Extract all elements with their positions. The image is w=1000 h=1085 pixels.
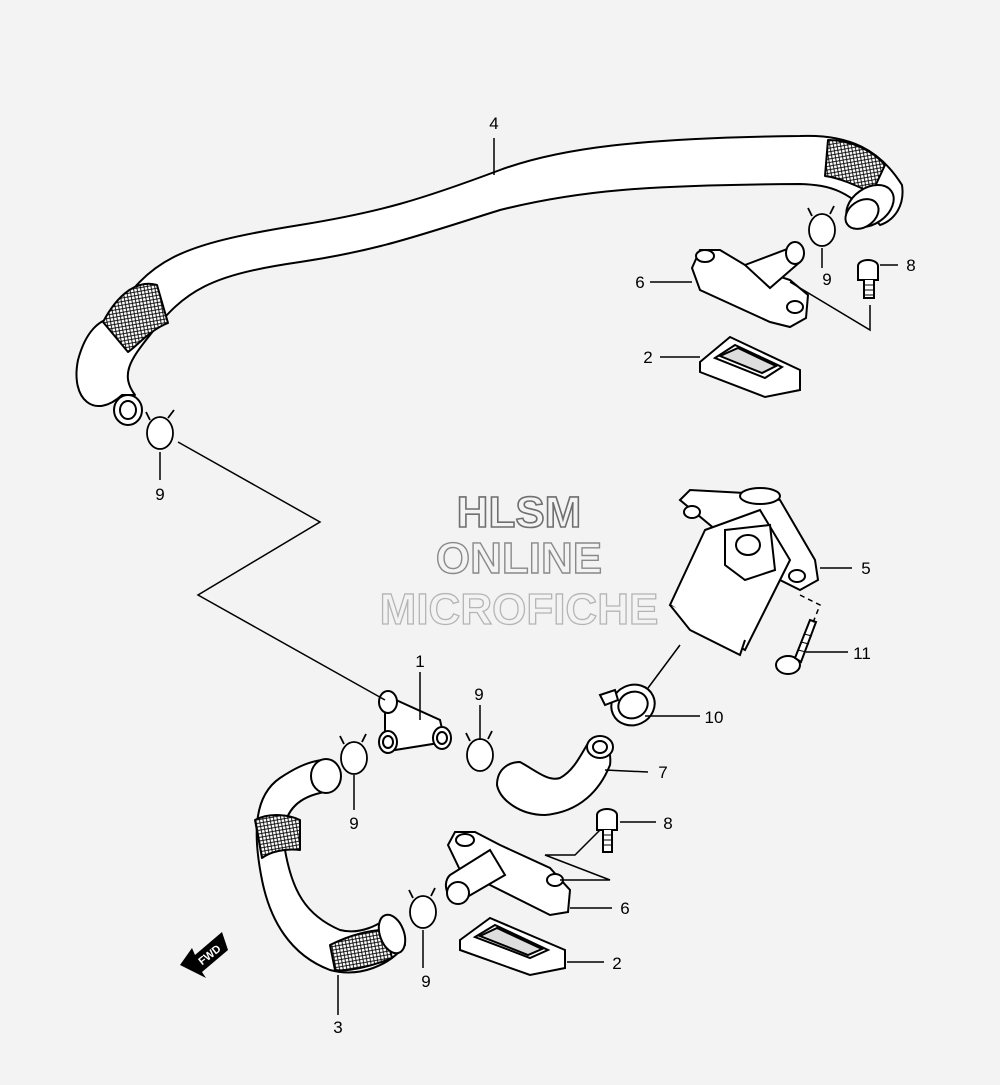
callout-1: 1 (415, 652, 424, 671)
callout-9-bottom: 9 (421, 972, 430, 991)
callout-2-lower: 2 (612, 954, 621, 973)
t-joint-1 (378, 690, 452, 754)
callout-9-left: 9 (155, 485, 164, 504)
fwd-arrow-icon: FWD (180, 932, 228, 978)
callout-4: 4 (489, 114, 498, 133)
solenoid-valve-5 (668, 487, 820, 657)
callout-11: 11 (853, 644, 871, 663)
callout-6-lower: 6 (620, 899, 629, 918)
callout-10: 10 (705, 708, 724, 727)
hose-4 (75, 134, 904, 426)
watermark-line-3: MICROFICHE (380, 585, 659, 634)
callout-8-upper: 8 (906, 256, 915, 275)
gasket-2-upper (699, 335, 801, 399)
clamps-9 (145, 205, 836, 929)
hose-7 (495, 735, 614, 817)
callout-7: 7 (658, 763, 667, 782)
watermark-line-2: ONLINE (436, 534, 602, 583)
screw-11 (775, 618, 818, 675)
callout-9-lower-left: 9 (349, 814, 358, 833)
callout-5: 5 (861, 559, 870, 578)
clamp-10 (598, 683, 656, 727)
callout-8-lower: 8 (663, 814, 672, 833)
callout-2-upper: 2 (643, 348, 652, 367)
callout-3: 3 (333, 1018, 342, 1037)
reed-cover-6-lower (444, 831, 572, 917)
bolt-8-lower (596, 808, 618, 853)
leader-lines (159, 138, 898, 1015)
reed-cover-6-upper (690, 241, 810, 329)
callout-9-center: 9 (474, 685, 483, 704)
watermark: HLSM ONLINE MICROFICHE (379, 487, 659, 634)
callout-9-upper-right: 9 (822, 270, 831, 289)
watermark-line-1: HLSM (457, 488, 582, 537)
bolt-8-upper (857, 259, 879, 299)
hose-3 (254, 758, 407, 974)
callout-labels: 4 6 9 8 2 9 5 11 1 9 10 7 9 8 6 2 9 3 (155, 114, 915, 1037)
callout-6-upper: 6 (635, 273, 644, 292)
gasket-2-lower (459, 916, 566, 977)
